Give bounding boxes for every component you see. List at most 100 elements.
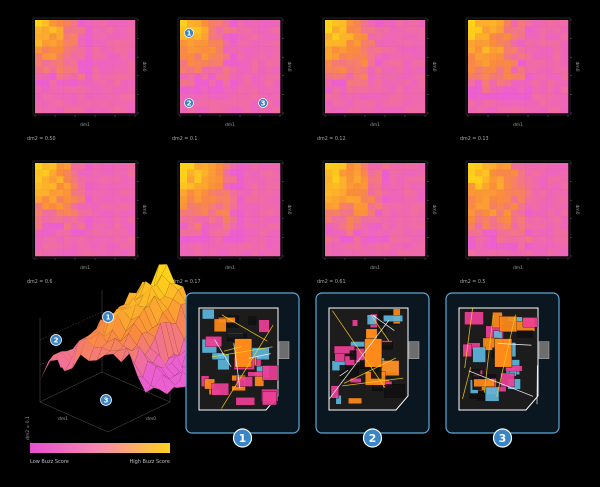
heatmap-cell: [222, 33, 231, 41]
sightline: [332, 310, 386, 388]
heatmap-cell: [403, 99, 412, 107]
heatmap-cell: [35, 196, 43, 204]
heatmap-cell: [375, 209, 383, 217]
heatmap-cell: [187, 189, 195, 197]
heatmap-cell: [510, 39, 519, 47]
plan-number-badge: 1: [232, 428, 253, 448]
heatmap-cell: [251, 33, 259, 41]
heatmap-cell: [215, 79, 224, 87]
heatmap-cell: [70, 93, 79, 101]
heatmap-cell: [49, 189, 57, 197]
heatmap-cell: [194, 93, 202, 101]
heatmap-cell: [56, 169, 64, 177]
heatmap-cell: [403, 106, 412, 114]
heatmap-cell: [546, 249, 555, 257]
heatmap-cell: [237, 86, 245, 94]
heatmap-cell: [258, 79, 267, 87]
heatmap-cell: [332, 26, 340, 34]
heatmap-caption: dm2 = 0.61: [317, 279, 346, 285]
heatmap-cell: [85, 39, 93, 47]
heatmap-cell: [403, 249, 412, 257]
heatmap-cell: [496, 33, 505, 41]
heatmap-cell: [339, 46, 347, 54]
heatmap-cell: [180, 59, 188, 67]
heatmap-cell: [389, 209, 397, 217]
heatmap-cell: [49, 209, 57, 217]
heatmap-cell: [410, 163, 419, 170]
heatmap-cell: [180, 189, 188, 197]
heatmap-cell: [332, 216, 340, 224]
heatmap-cell: [92, 93, 100, 101]
heatmap-cell: [339, 79, 347, 87]
heatmap-cell: [396, 46, 404, 54]
heatmap-cell: [367, 99, 376, 107]
heatmap-cell: [258, 182, 267, 190]
heatmap-cell: [382, 106, 390, 114]
heatmap-cell: [244, 26, 252, 34]
heatmap-cell: [332, 196, 340, 204]
heatmap-cell: [396, 33, 404, 41]
heatmap-cell: [35, 182, 43, 190]
heatmap-cell: [389, 26, 397, 34]
heatmap-cell: [63, 66, 72, 74]
surface-y-label: dm0: [146, 416, 156, 422]
heatmap-cell: [70, 73, 79, 81]
heatmap-cell: [382, 242, 390, 250]
heatmap-cell: [215, 202, 224, 210]
heatmap-cell: [77, 93, 86, 101]
heatmap-cell: [503, 26, 512, 34]
heatmap-cell: [553, 169, 562, 177]
heatmap-cell: [208, 222, 217, 230]
heatmap-cell: [208, 26, 217, 34]
heatmap-cell: [222, 222, 231, 230]
heatmap-cell: [237, 106, 245, 114]
heatmap-cell: [360, 106, 369, 114]
heatmap-cell: [237, 20, 245, 27]
heatmap-cell: [503, 99, 512, 107]
heatmap-cell: [56, 242, 64, 250]
sightline: [339, 369, 349, 377]
heatmap-cell: [510, 20, 519, 27]
heatmap-cell: [237, 163, 245, 170]
heatmap-cell: [503, 46, 512, 54]
heatmap-cell: [539, 46, 547, 54]
heatmap-cell: [187, 169, 195, 177]
heatmap-cell: [503, 163, 512, 170]
heatmap-cell: [339, 249, 347, 257]
heatmap-cell: [187, 222, 195, 230]
heatmap-cell: [222, 176, 231, 184]
heatmap-cell: [468, 189, 476, 197]
plan-room: [516, 330, 534, 338]
sightline: [248, 353, 271, 359]
heatmap-cell: [546, 106, 555, 114]
heatmap-cell: [201, 26, 209, 34]
heatmap-cell: [389, 53, 397, 61]
heatmap-cell: [539, 222, 547, 230]
heatmap-cell: [77, 163, 86, 170]
heatmap-cell: [503, 169, 512, 177]
heatmap-cell: [230, 53, 238, 61]
heatmap-cell: [410, 222, 419, 230]
heatmap-cell: [339, 73, 347, 81]
heatmap-cell: [113, 39, 122, 47]
heatmap-cell: [85, 46, 93, 54]
heatmap-cell: [42, 33, 50, 41]
heatmap-cell: [42, 86, 50, 94]
heatmap-cell: [382, 86, 390, 94]
heatmap-cell: [353, 202, 362, 210]
heatmap-cell: [553, 196, 562, 204]
heatmap-cell: [49, 216, 57, 224]
heatmap-cell: [272, 189, 281, 197]
heatmap-cell: [539, 196, 547, 204]
heatmap-cell: [265, 163, 274, 170]
heatmap-cell: [553, 236, 562, 244]
heatmap-cell: [339, 59, 347, 67]
heatmap-cell: [482, 99, 490, 107]
heatmap-cell: [468, 86, 476, 94]
heatmap-cell: [382, 229, 390, 237]
heatmap-cell: [375, 106, 383, 114]
heatmap-cell: [70, 202, 79, 210]
heatmap-cell: [215, 99, 224, 107]
heatmap-cell: [49, 163, 57, 170]
